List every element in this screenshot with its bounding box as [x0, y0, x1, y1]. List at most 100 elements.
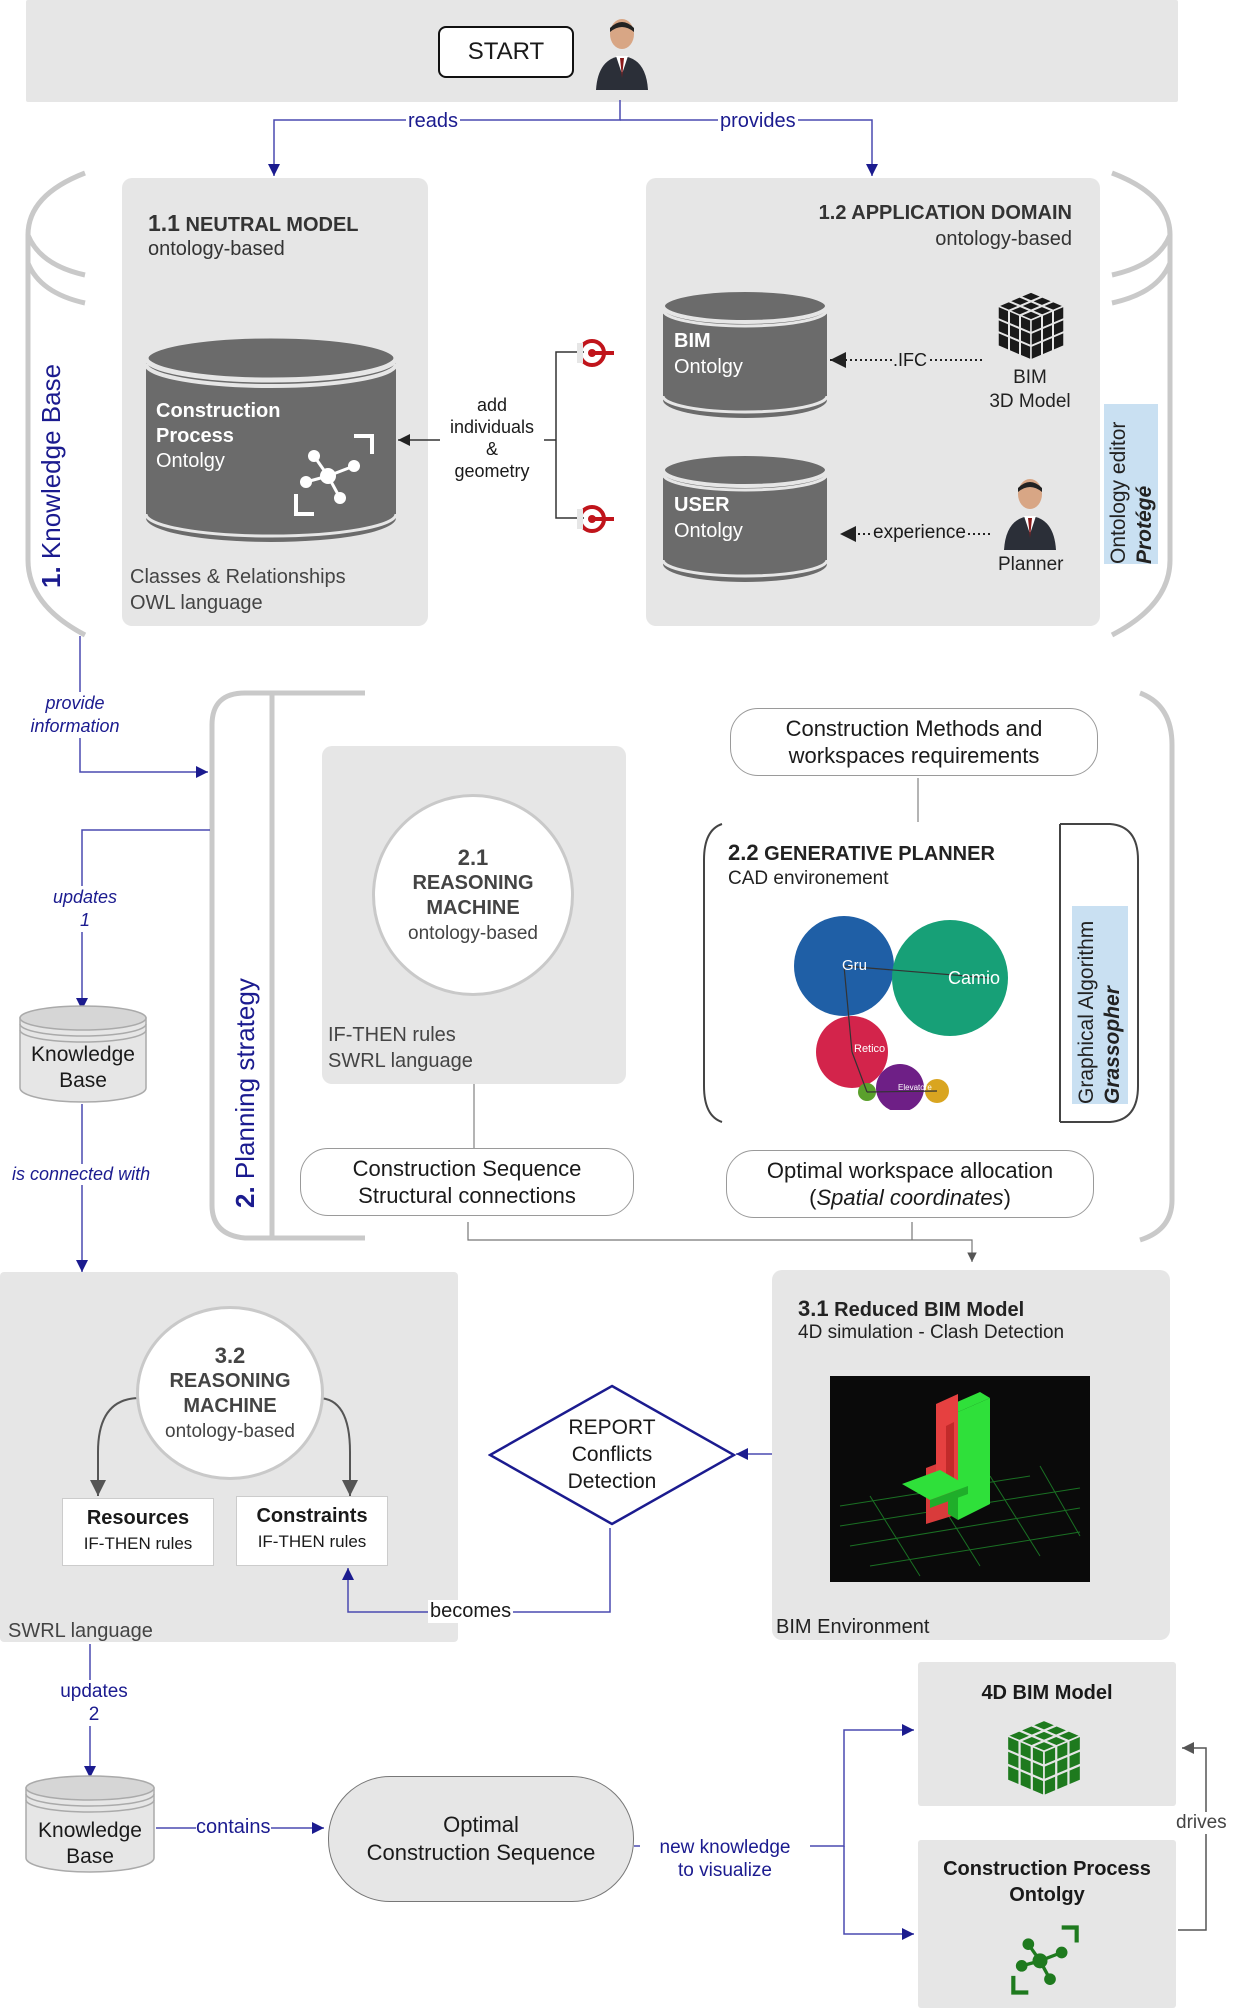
bubble-retico-label: Retico [854, 1043, 885, 1055]
planning-bracket [209, 690, 1175, 1243]
construction-methods-pill: Construction Methods and workspaces requ… [730, 708, 1098, 776]
construction-sequence-line2: Structural connections [358, 1183, 576, 1208]
graphical-algorithm-line2: Grassopher [1101, 986, 1124, 1104]
ifc-label: .IFC [892, 350, 928, 371]
reduced-bim-name: Reduced BIM Model [828, 1299, 1025, 1321]
reasoning-32-circle: 3.2 REASONING MACHINE ontology-based [136, 1306, 324, 1480]
bim-4d-title: 4D BIM Model [981, 1682, 1113, 1704]
bubble-camio-label: Camio [948, 968, 1000, 988]
green-cube-icon [1005, 1719, 1083, 1798]
ow-open: ( [809, 1185, 817, 1210]
kb-bottom-line1: Knowledge [38, 1819, 142, 1842]
new-knowledge-line2: to visualize [678, 1860, 772, 1881]
swrl-footer: SWRL language [8, 1620, 153, 1642]
updates-2-line2: 2 [88, 1704, 100, 1725]
optimal-sequence-line2: Construction Sequence [366, 1840, 596, 1865]
application-domain-subtitle: ontology-based [935, 228, 1072, 250]
user-icon [596, 19, 648, 90]
optimal-sequence-box: Optimal Construction Sequence [328, 1776, 634, 1902]
network-icon [294, 434, 374, 516]
construction-methods-line2: workspaces requirements [788, 743, 1040, 768]
neutral-model-name: NEUTRAL MODEL [179, 214, 359, 236]
graphical-algorithm-line1: Graphical Algorithm [1075, 920, 1098, 1104]
neutral-model-title: 1.1 NEUTRAL MODEL [148, 210, 359, 237]
cp-db-sub: Ontolgy [156, 450, 225, 472]
is-connected-label: is connected with [12, 1164, 151, 1185]
knowledge-base-db [19, 1005, 147, 1103]
planner-icon [1004, 479, 1056, 550]
clash-detection-viewport [830, 1376, 1090, 1582]
construction-sequence-pill: Construction Sequence Structural connect… [300, 1148, 634, 1216]
bubble-graph: Gru Camio Retico Elevatore [794, 916, 1008, 1110]
ontology-editor-box [1104, 404, 1158, 564]
add-line-4: geometry [454, 461, 530, 481]
cp-ontology-line1: Construction Process [943, 1858, 1151, 1880]
cp-db-line1: Construction [156, 400, 281, 422]
updates-1-label: updates 1 [40, 886, 130, 932]
generative-planner-subtitle: CAD environement [728, 868, 889, 889]
reduced-bim-number: 3.1 [798, 1296, 829, 1321]
reasoning-21-line1: REASONING [412, 871, 534, 894]
knowledge-base-label: Knowledge Base [36, 363, 66, 567]
knowledge-base-db-bottom [25, 1775, 155, 1873]
knowledge-base-bottom-label: Knowledge Base [24, 1818, 156, 1870]
application-domain-title: 1.2 APPLICATION DOMAIN [818, 202, 1072, 224]
resources-box: Resources IF-THEN rules [62, 1498, 214, 1566]
updates-1-line2: 1 [79, 910, 90, 930]
becomes-label: becomes [428, 1600, 514, 1623]
reasoning-21-footer-2: SWRL language [328, 1050, 473, 1072]
gp-name: GENERATIVE PLANNER [758, 843, 995, 865]
reasoning-32-line1: REASONING [169, 1369, 291, 1392]
kb-bottom-line2: Base [66, 1845, 114, 1868]
bim-environment-footer: BIM Environment [776, 1616, 930, 1638]
report-line2: Conflicts [571, 1443, 653, 1466]
reasoning-21-number: 2.1 [457, 844, 489, 870]
user-ontology-db [661, 452, 829, 582]
add-line-3: & [485, 439, 498, 459]
new-knowledge-label: new knowledge to visualize [640, 1836, 810, 1882]
constraints-sub: IF-THEN rules [257, 1532, 367, 1551]
updates-2-label: updates 2 [48, 1680, 140, 1726]
add-line-1: add [476, 395, 508, 415]
knowledge-base-title: 1. Knowledge Base [36, 364, 67, 588]
planning-strategy-title: 2. Planning strategy [230, 978, 261, 1208]
ontology-editor-line2: Protégé [1133, 485, 1156, 564]
user-db-sub: Ontolgy [674, 520, 743, 542]
ontology-editor-label: Ontology editor Protégé [1106, 422, 1158, 564]
reasoning-21-footer-1: IF-THEN rules [328, 1024, 456, 1046]
bim-ontology-db [661, 288, 829, 418]
reasoning-21-circle: 2.1 REASONING MACHINE ontology-based [372, 794, 574, 996]
updates-2-line1: updates [60, 1681, 128, 1702]
construction-sequence-line1: Construction Sequence [352, 1156, 582, 1181]
reasoning-21-line2: MACHINE [426, 896, 520, 919]
drives-arrow [1178, 1742, 1207, 1931]
optimal-workspace-line2: (Spatial coordinates) [809, 1184, 1011, 1211]
construction-methods-line1: Construction Methods and [785, 716, 1043, 741]
neutral-footer-1: Classes & Relationships [130, 566, 346, 588]
target-icon [577, 339, 614, 367]
resources-title: Resources [86, 1507, 190, 1529]
experience-label: experience [872, 522, 967, 544]
optimal-sequence-line1: Optimal [443, 1812, 519, 1837]
reasoning-21-sub: ontology-based [408, 922, 538, 944]
provide-information-label: provide information [16, 692, 134, 738]
optimal-workspace-line1: Optimal workspace allocation [766, 1158, 1054, 1183]
report-line3: Detection [567, 1470, 657, 1493]
start-box: START [438, 26, 574, 78]
optimal-workspace-pill: Optimal workspace allocation (Spatial co… [726, 1150, 1094, 1218]
bubble-camio [892, 920, 1008, 1036]
provide-line2: information [30, 716, 120, 736]
bubble-elevatore [876, 1064, 924, 1110]
provide-line1: provide [45, 693, 105, 713]
provides-label: provides [718, 110, 798, 133]
bim-model-label: BIM 3D Model [970, 366, 1090, 414]
kb-db-line2: Base [59, 1069, 107, 1092]
bim-model-line2: 3D Model [989, 391, 1071, 412]
planning-number: 2. [230, 1186, 260, 1208]
cp-ontology-title: Construction Process Ontolgy [918, 1856, 1176, 1908]
target-icon [577, 505, 614, 533]
reads-label: reads [406, 110, 461, 133]
provide-information-arrow [79, 636, 208, 778]
start-label: START [467, 38, 545, 65]
drives-label: drives [1176, 1812, 1227, 1834]
